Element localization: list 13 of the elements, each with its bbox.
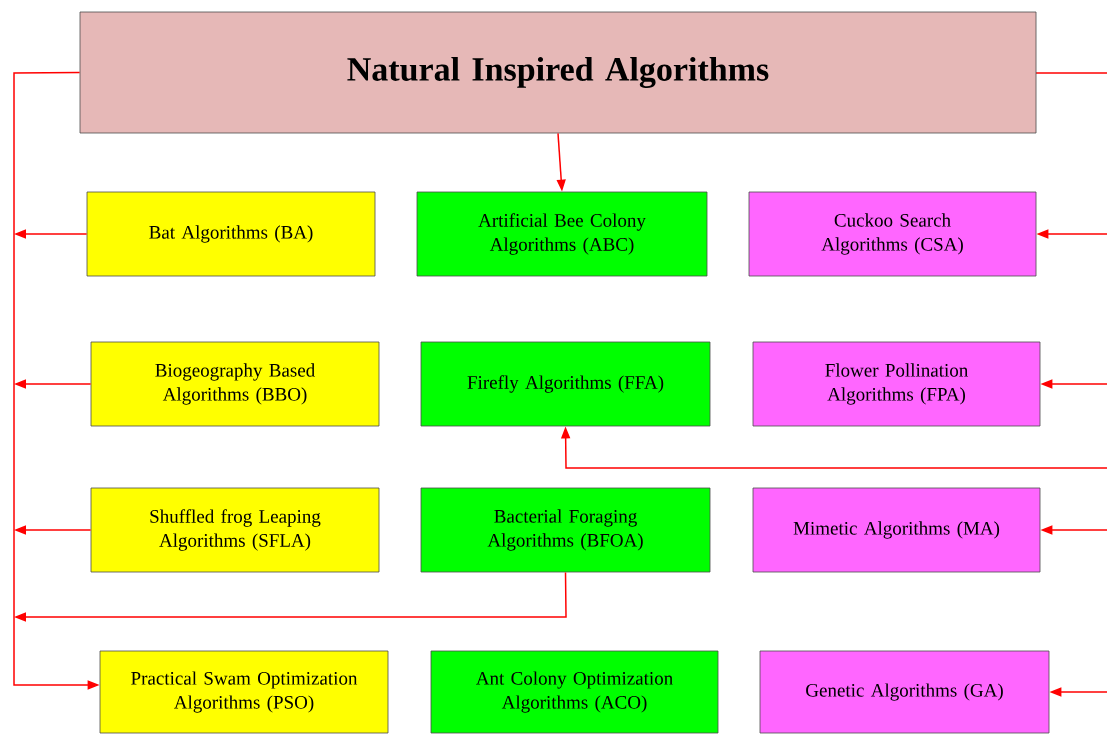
algorithm-box: Shuffled frog Leaping Algorithms (SFLA) xyxy=(90,487,380,573)
algorithm-box: Biogeography Based Algorithms (BBO) xyxy=(90,341,380,427)
title-box: Natural Inspired Algorithms xyxy=(79,11,1037,134)
algorithm-box: Practical Swam Optimization Algorithms (PSO) xyxy=(99,650,389,734)
algorithm-box: Ant Colony Optimization Algorithms (ACO) xyxy=(430,650,719,734)
algorithm-box: Artificial Bee Colony Algorithms (ABC) xyxy=(416,191,708,277)
algorithm-box: Flower Pollination Algorithms (FPA) xyxy=(752,341,1041,427)
algorithm-box: Bat Algorithms (BA) xyxy=(86,191,376,277)
algorithm-box: Firefly Algorithms (FFA) xyxy=(420,341,711,427)
algorithm-box: Mimetic Algorithms (MA) xyxy=(752,487,1041,573)
algorithm-box: Genetic Algorithms (GA) xyxy=(759,650,1050,734)
algorithm-box: Cuckoo Search Algorithms (CSA) xyxy=(748,191,1037,277)
algorithm-box: Bacterial Foraging Algorithms (BFOA) xyxy=(420,487,711,573)
